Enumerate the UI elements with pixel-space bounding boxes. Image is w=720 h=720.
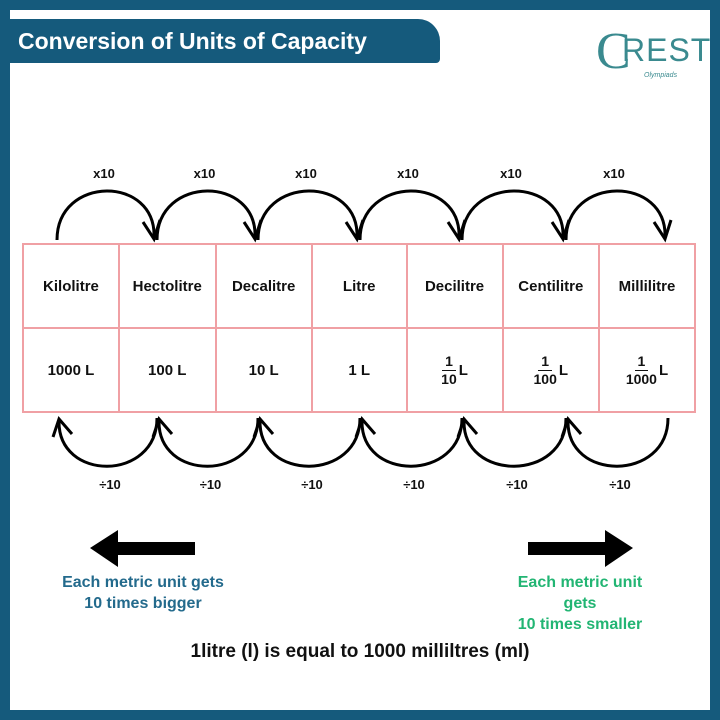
unit-value-cell: 10 L (214, 327, 313, 413)
unit-symbol: L (658, 361, 669, 379)
multiply-arc-arrow (460, 189, 565, 241)
multiply-arc-arrow (358, 189, 461, 241)
unit-name-cell: Millilitre (597, 243, 697, 329)
multiply-label: x10 (295, 166, 317, 181)
bigger-note: Each metric unit gets 10 times bigger (62, 572, 224, 614)
arrowhead-icon (652, 219, 673, 243)
multiply-label: x10 (193, 166, 216, 181)
bigger-note-line2: 10 times bigger (84, 595, 202, 612)
denominator: 1000 (625, 370, 657, 387)
unit-name-cell: Centilitre (501, 243, 600, 329)
unit-name-cell: Litre (310, 243, 408, 329)
footer-fact: 1litre (l) is equal to 1000 milliltres (… (190, 641, 530, 662)
logo-subtext: Olympiads (644, 72, 678, 79)
divide-label: ÷10 (609, 477, 631, 492)
arrowhead-icon (354, 416, 377, 438)
unit-symbol: L (558, 361, 569, 379)
unit-value-cell: 1 L (310, 327, 408, 413)
right-arrow-icon (528, 530, 633, 567)
multiply-arc-arrow (155, 189, 257, 241)
arrowhead-icon (252, 416, 275, 438)
divide-label: ÷10 (403, 477, 425, 492)
denominator: 10 (441, 370, 457, 387)
divide-arc-arrow (566, 417, 670, 468)
unit-name-cell: Hectolitre (117, 243, 217, 329)
unit-name-cell: Decilitre (405, 243, 504, 329)
unit-value-cell: 1000 L (22, 327, 120, 413)
bigger-note-line1: Each metric unit gets (62, 574, 224, 591)
smaller-note-line1: Each metric unit gets (517, 574, 643, 612)
page-title: Conversion of Units of Capacity (10, 19, 440, 63)
multiply-arc-arrow (55, 189, 156, 241)
arrowhead-icon (151, 416, 174, 438)
unit-symbol: L (458, 361, 468, 379)
divide-arc-arrow (462, 417, 568, 468)
smaller-note-line2: 10 times smaller (517, 616, 643, 633)
denominator: 100 (533, 370, 557, 387)
multiply-label: x10 (93, 166, 115, 181)
divide-label: ÷10 (199, 477, 222, 492)
multiply-label: x10 (500, 166, 522, 181)
divide-arc-arrow (157, 417, 260, 468)
unit-name-cell: Decalitre (214, 243, 313, 329)
multiply-label: x10 (603, 166, 625, 181)
unit-name-cell: Kilolitre (22, 243, 120, 329)
multiply-arc-arrow (256, 189, 359, 241)
left-arrow-icon (90, 530, 195, 567)
multiply-label: x10 (397, 166, 419, 181)
numerator: 1 (442, 353, 456, 371)
logo-mark: C (596, 23, 631, 80)
numerator: 1 (538, 353, 553, 371)
divide-label: ÷10 (506, 477, 528, 492)
logo-text: REST (622, 32, 712, 68)
numerator: 1 (634, 353, 649, 371)
divide-arc-arrow (258, 417, 362, 468)
smaller-note: Each metric unit gets 10 times smaller (510, 572, 650, 635)
multiply-arc-arrow (564, 189, 667, 241)
arrowhead-icon (51, 416, 74, 438)
divide-arc-arrow (360, 417, 464, 468)
divide-label: ÷10 (99, 477, 121, 492)
arrowhead-icon (560, 416, 583, 438)
divide-label: ÷10 (301, 477, 323, 492)
unit-value-cell: 100 L (117, 327, 217, 413)
divide-arc-arrow (57, 417, 159, 468)
crest-logo: C REST Olympiads (596, 18, 710, 88)
arrowhead-icon (456, 416, 479, 438)
